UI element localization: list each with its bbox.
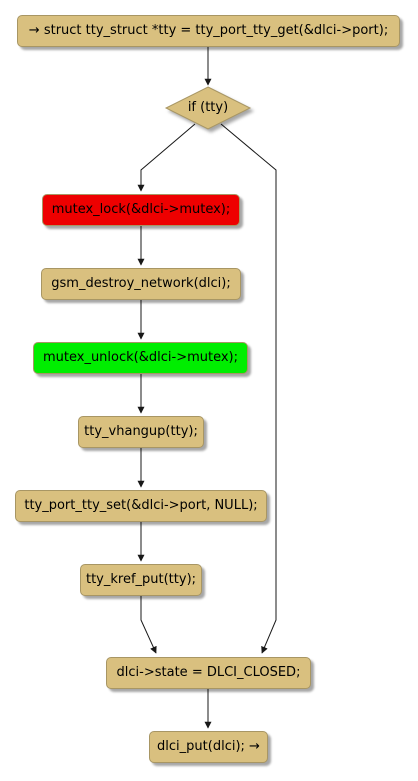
- decision-label: if (tty): [187, 100, 229, 115]
- tty-kref-put-node: tty_kref_put(tty);: [80, 564, 202, 596]
- tty-vhangup-node: tty_vhangup(tty);: [78, 416, 204, 448]
- edge-decision-else: [220, 123, 277, 654]
- gsm-destroy-network-node: gsm_destroy_network(dlci);: [41, 268, 241, 300]
- edge-kref-to-state: [140, 596, 157, 654]
- decision-diamond: [164, 86, 252, 130]
- mutex-unlock-node: mutex_unlock(&dlci->mutex);: [33, 342, 248, 374]
- tty-port-tty-set-node: tty_port_tty_set(&dlci->port, NULL);: [15, 490, 267, 522]
- dlci-put-node: dlci_put(dlci); →: [149, 731, 268, 763]
- start-node: → struct tty_struct *tty = tty_port_tty_…: [17, 15, 400, 47]
- dlci-state-node: dlci->state = DLCI_CLOSED;: [106, 657, 311, 689]
- mutex-lock-node: mutex_lock(&dlci->mutex);: [42, 194, 240, 226]
- edge-decision-to-lock: [137, 123, 196, 192]
